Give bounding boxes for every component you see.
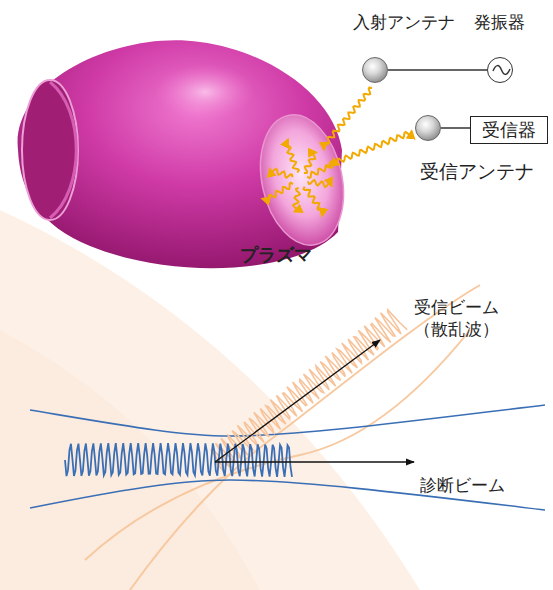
oscillator: 発振器 <box>487 57 513 83</box>
beam-label: 受信ビーム （散乱波） <box>414 296 514 340</box>
wave-arrow <box>270 169 293 178</box>
sine-symbol <box>487 57 513 83</box>
direction-arrow <box>215 340 380 462</box>
node-text: 受信器 <box>482 119 536 141</box>
wave-arrow <box>304 152 316 173</box>
beam-label: 診断ビーム <box>420 474 505 496</box>
torus-inner <box>50 82 76 218</box>
node-heading: 受信アンテナ <box>420 160 534 183</box>
wire <box>388 69 487 71</box>
wave-arrow <box>304 187 324 216</box>
receiving-antenna: 受信アンテナ <box>415 115 441 141</box>
wave-arrow <box>308 180 332 187</box>
wave-arrow <box>323 88 372 150</box>
wave-arrow <box>293 188 300 212</box>
incident-antenna: 入射アンテナ <box>362 57 388 83</box>
beam-envelope <box>85 330 470 560</box>
wave-arrow <box>307 162 339 178</box>
node-heading: 入射アンテナ <box>353 12 455 32</box>
direction-arrow <box>215 461 414 462</box>
wire <box>441 127 470 129</box>
probe-wave <box>65 443 292 477</box>
background-wedge <box>0 330 260 590</box>
wave-arrow <box>326 131 412 167</box>
scattered-wave <box>211 310 407 473</box>
plasma-label: プラズマ <box>240 243 312 266</box>
torus-opening <box>22 80 78 220</box>
wave-arrow <box>262 183 293 201</box>
torus-highlight <box>155 64 255 120</box>
node-heading: 発振器 <box>474 12 525 32</box>
receiver-box: 受信器 <box>470 116 548 144</box>
wave-arrow <box>285 140 299 173</box>
beam-envelope <box>30 405 545 436</box>
